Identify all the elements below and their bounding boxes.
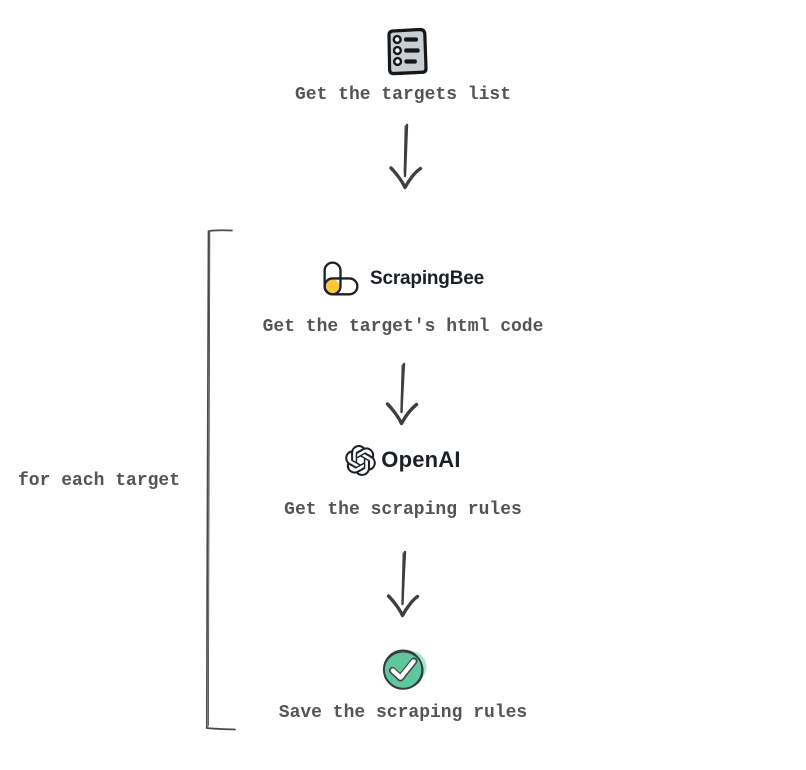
step-label-get-scraping-rules: Get the scraping rules: [284, 500, 522, 520]
check-icon: [379, 644, 429, 696]
list-icon: [384, 26, 428, 76]
scrapingbee-logo-icon: [322, 261, 360, 297]
arrow-down-icon: [386, 123, 426, 193]
openai-brand: OpenAI: [0, 442, 806, 478]
scrapingbee-logo-text: ScrapingBee: [370, 268, 484, 289]
step-label-get-target-html: Get the target's html code: [262, 317, 544, 337]
arrow-down-icon: [382, 362, 422, 428]
loop-bracket: [196, 228, 238, 732]
step-label-save-scraping-rules: Save the scraping rules: [278, 703, 528, 723]
arrow-down-icon: [383, 550, 423, 620]
loop-label: for each target: [18, 471, 181, 491]
openai-logo-icon: [345, 444, 377, 476]
step-label-get-targets-list: Get the targets list: [294, 85, 512, 105]
scrapingbee-brand: ScrapingBee: [0, 259, 806, 299]
openai-logo-text: OpenAI: [381, 447, 461, 472]
